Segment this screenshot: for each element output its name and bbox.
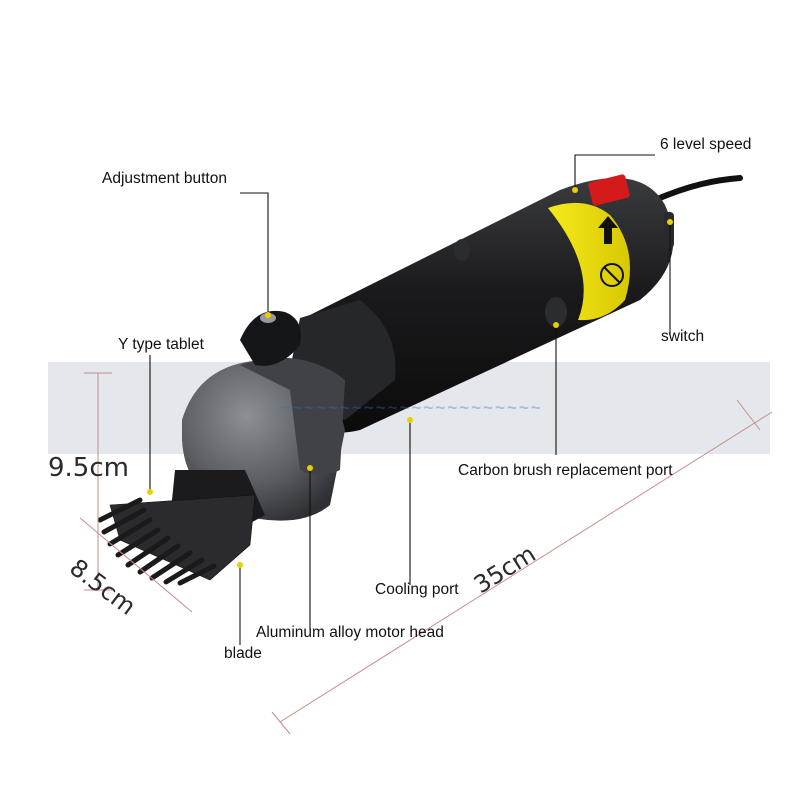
leader-speed [574,154,655,190]
label-cooling-port: Cooling port [375,581,459,598]
leader-dots [147,187,673,568]
label-carbon-brush: Carbon brush replacement port [458,462,673,479]
blade-comb [109,494,256,581]
head-ring [240,357,345,475]
watermark: ~~~~~~~~~~~~~~~~~~~~~~ [280,398,543,417]
label-motor-head: Aluminum alloy motor head [256,624,444,641]
power-cord [652,175,743,203]
rear-knob [454,239,470,261]
carbon-brush-cap [545,297,567,327]
dim-height-label: 9.5cm [48,453,129,483]
label-y-type-tablet: Y type tablet [118,336,204,353]
label-adjustment-button: Adjustment button [102,170,227,187]
blade-teeth [97,497,217,586]
leader-lines [149,154,671,645]
power-switch [664,212,674,248]
red-speed-dial [588,174,630,206]
dim-width-line [79,517,193,613]
dim-length-line [279,411,773,723]
label-blade: blade [224,645,262,662]
leader-adjustment [240,192,269,315]
direction-arrow-icon [598,216,618,244]
adjustment-knob [240,310,301,366]
warning-icon [600,263,624,287]
dimension-lines [79,372,773,735]
label-switch: switch [661,328,705,345]
label-6-level-speed: 6 level speed [660,136,752,153]
